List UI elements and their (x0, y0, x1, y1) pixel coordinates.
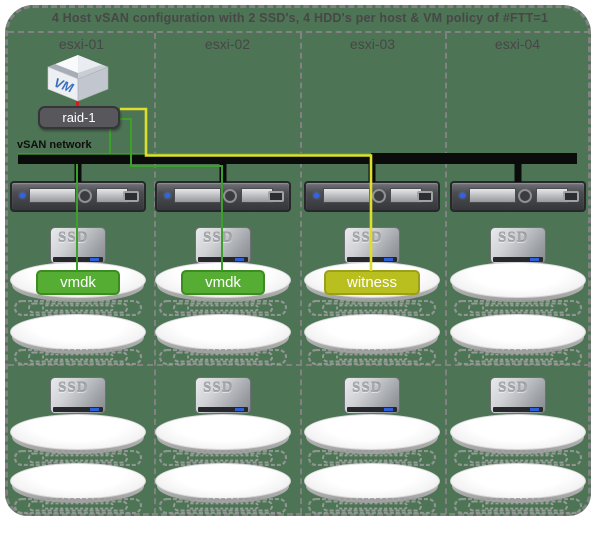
ssd-label: SSD (58, 230, 89, 246)
ssd-icon: SSD (490, 227, 546, 264)
hdd-platter (155, 463, 291, 503)
power-button-icon (78, 189, 92, 203)
ssd-label: SSD (498, 230, 529, 246)
hdd-platter (450, 314, 586, 354)
hdd-platter (304, 463, 440, 503)
vsan-network-label: vSAN network (17, 139, 92, 151)
server-icon (155, 181, 291, 212)
ssd-connector (347, 407, 397, 412)
platter-shadow-icon (158, 498, 288, 514)
ssd-sata-chip (90, 408, 99, 411)
host-name-esxi-01: esxi-01 (58, 36, 105, 52)
column-divider-1 (154, 33, 156, 514)
ssd-sata-chip (235, 258, 244, 261)
host-column-3: SSD SSD witness (304, 0, 440, 551)
platter-shadow-icon (307, 349, 437, 365)
ssd-icon: SSD (195, 377, 251, 414)
ssd-connector (53, 407, 103, 412)
power-led-icon (20, 193, 25, 198)
diagram-title: 4 Host vSAN configuration with 2 SSD's, … (51, 11, 549, 25)
hdd-platter (304, 414, 440, 454)
column-divider-2 (300, 33, 302, 514)
host-column-2: SSD SSD vmdk (155, 0, 291, 551)
ssd-connector (493, 407, 543, 412)
ssd-sata-chip (384, 408, 393, 411)
component-badge-vmdk: vmdk (36, 270, 120, 295)
ssd-label: SSD (203, 380, 234, 396)
platter-shadow-icon (307, 498, 437, 514)
hdd-platter (155, 414, 291, 454)
platter-shadow-icon (453, 498, 583, 514)
usb-port-icon (268, 191, 284, 202)
host-name-esxi-02: esxi-02 (204, 36, 251, 52)
hdd-platter (450, 463, 586, 503)
vm-raid-connector (76, 99, 79, 108)
usb-port-icon (417, 191, 433, 202)
hdd-platter (155, 314, 291, 354)
hdd-platter (450, 414, 586, 454)
ssd-icon: SSD (490, 377, 546, 414)
platter-shadow-icon (158, 349, 288, 365)
ssd-icon: SSD (50, 377, 106, 414)
component-badge-witness: witness (324, 270, 420, 295)
ssd-connector (198, 407, 248, 412)
ssd-label: SSD (352, 230, 383, 246)
ssd-label: SSD (203, 230, 234, 246)
component-badge-vmdk: vmdk (181, 270, 265, 295)
usb-port-icon (563, 191, 579, 202)
vm-icon: VM (47, 55, 109, 102)
host-name-esxi-03: esxi-03 (349, 36, 396, 52)
ssd-sata-chip (90, 258, 99, 261)
ssd-sata-chip (530, 258, 539, 261)
title-separator (8, 31, 590, 33)
drive-bay-icon (174, 188, 221, 203)
host-column-1: SSD SSD vmdk (10, 0, 146, 551)
ssd-icon: SSD (50, 227, 106, 264)
vm-box-label: VM (52, 75, 77, 96)
power-led-icon (460, 193, 465, 198)
server-icon (304, 181, 440, 212)
host-name-esxi-04: esxi-04 (494, 36, 541, 52)
drive-bay-icon (469, 188, 516, 203)
platter-shadow-icon (13, 498, 143, 514)
hdd-platter (10, 314, 146, 354)
raid-policy-badge: raid-1 (38, 106, 120, 129)
diskgroup-separator (8, 364, 590, 366)
hdd-platter (10, 463, 146, 503)
ssd-connector (53, 257, 103, 262)
ssd-label: SSD (498, 380, 529, 396)
host-column-4: SSD SSD (450, 0, 586, 551)
ssd-sata-chip (384, 258, 393, 261)
drive-bay-icon (29, 188, 76, 203)
ssd-icon: SSD (195, 227, 251, 264)
power-button-icon (372, 189, 386, 203)
column-divider-3 (445, 33, 447, 514)
hdd-platter (304, 314, 440, 354)
platter-shadow-icon (13, 349, 143, 365)
ssd-icon: SSD (344, 227, 400, 264)
power-led-icon (165, 193, 170, 198)
drive-bay-icon (323, 188, 370, 203)
ssd-icon: SSD (344, 377, 400, 414)
server-icon (10, 181, 146, 212)
power-button-icon (223, 189, 237, 203)
ssd-connector (493, 257, 543, 262)
power-button-icon (518, 189, 532, 203)
power-led-icon (314, 193, 319, 198)
hdd-platter (450, 262, 586, 302)
server-icon (450, 181, 586, 212)
ssd-label: SSD (58, 380, 89, 396)
ssd-label: SSD (352, 380, 383, 396)
usb-port-icon (123, 191, 139, 202)
ssd-sata-chip (235, 408, 244, 411)
ssd-sata-chip (530, 408, 539, 411)
hdd-platter (10, 414, 146, 454)
platter-shadow-icon (453, 349, 583, 365)
